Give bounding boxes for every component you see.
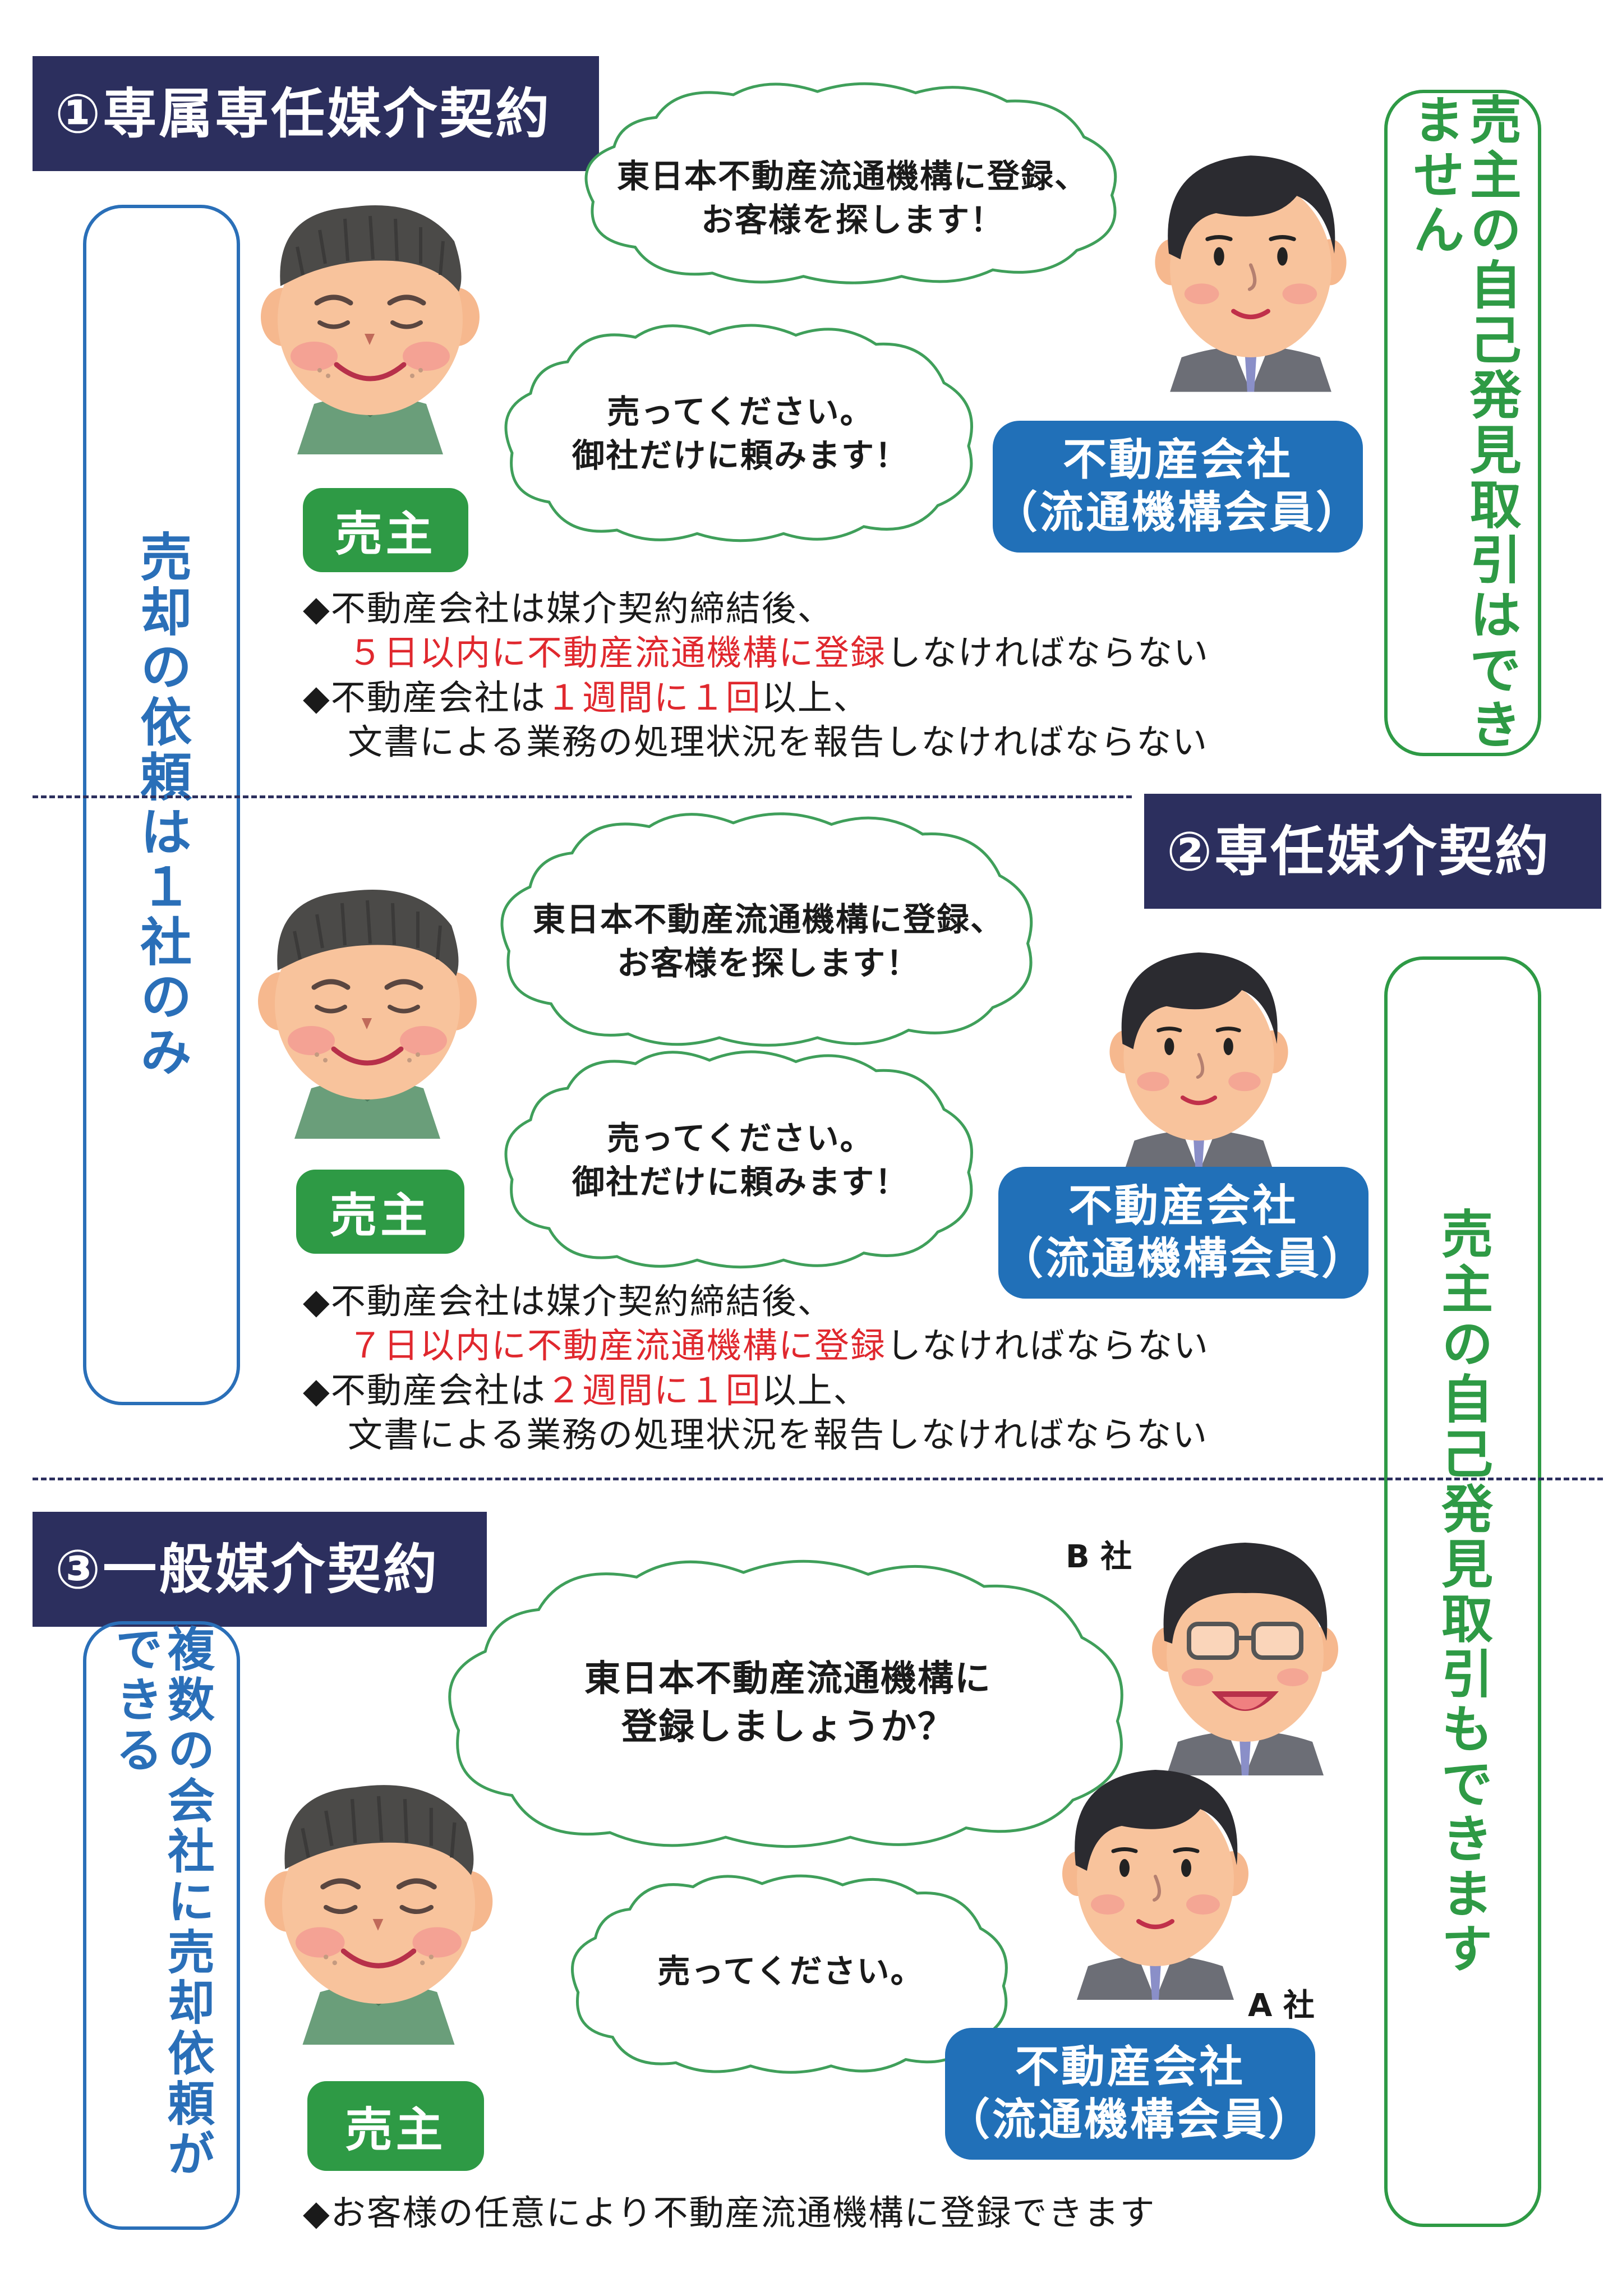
no-self-discovery-box: 売主の自己発見取引はできません bbox=[1384, 90, 1541, 756]
multiple-company-box: 複数の会社に売却依頼ができる bbox=[83, 1621, 240, 2230]
section-divider bbox=[33, 795, 1132, 798]
seller-illustration bbox=[255, 1770, 502, 2045]
agent-speech-text: 東日本不動産流通機構に登録、 お客様を探します！ bbox=[616, 157, 1088, 240]
agent-speech-text: 東日本不動産流通機構に登録、 お客様を探します！ bbox=[532, 900, 1004, 983]
multiple-company-text: 複数の会社に売却依頼ができる bbox=[108, 1625, 215, 2180]
agent-b-illustration bbox=[1144, 1529, 1346, 1775]
seller-illustration bbox=[250, 875, 485, 1139]
agent-speech-text: 東日本不動産流通機構に 登録しましょうか？ bbox=[584, 1658, 992, 1749]
seller-label: 売主 bbox=[296, 1170, 464, 1254]
seller-illustration bbox=[252, 191, 488, 454]
section-title-general: ③一般媒介契約 bbox=[33, 1512, 487, 1627]
company-b-label: B 社 bbox=[1066, 1539, 1132, 1575]
single-company-text: 売却の依頼は１社のみ bbox=[131, 530, 192, 1080]
agent-illustration bbox=[1102, 934, 1296, 1175]
company-a-label: A 社 bbox=[1248, 1987, 1315, 2024]
single-company-box: 売却の依頼は１社のみ bbox=[83, 205, 240, 1405]
seller-speech-text: 売ってください。 御社だけに頼みます！ bbox=[572, 393, 909, 475]
section-divider bbox=[33, 1478, 1603, 1480]
seller-label: 売主 bbox=[307, 2081, 484, 2171]
seller-speech-text: 売ってください。 御社だけに頼みます！ bbox=[572, 1119, 909, 1202]
notes-dedicated: ◆不動産会社は媒介契約締結後、 ７日以内に不動産流通機構に登録しなければならない… bbox=[303, 1281, 1210, 1456]
agent-a-illustration bbox=[1054, 1753, 1256, 2000]
note-general: ◆お客様の任意により不動産流通機構に登録できます bbox=[303, 2192, 1156, 2233]
seller-label: 売主 bbox=[303, 488, 468, 572]
self-discovery-text: 売主の自己発見取引もできます bbox=[1432, 1207, 1493, 1977]
section-title-dedicated: ②専任媒介契約 bbox=[1144, 794, 1601, 909]
agent-label: 不動産会社 （流通機構会員） bbox=[998, 1167, 1368, 1299]
self-discovery-box: 売主の自己発見取引もできます bbox=[1384, 956, 1541, 2227]
agent-label: 不動産会社 （流通機構会員） bbox=[945, 2028, 1315, 2160]
no-self-discovery-text: 売主の自己発見取引はできません bbox=[1404, 93, 1522, 753]
section-title-exclusive-dedicated: ①専属専任媒介契約 bbox=[33, 56, 599, 171]
agent-illustration bbox=[1147, 137, 1354, 393]
agent-label: 不動産会社 （流通機構会員） bbox=[993, 421, 1363, 553]
notes-exclusive-dedicated: ◆不動産会社は媒介契約締結後、 ５日以内に不動産流通機構に登録しなければならない… bbox=[303, 588, 1210, 763]
seller-speech-text: 売ってください。 bbox=[657, 1952, 924, 1990]
